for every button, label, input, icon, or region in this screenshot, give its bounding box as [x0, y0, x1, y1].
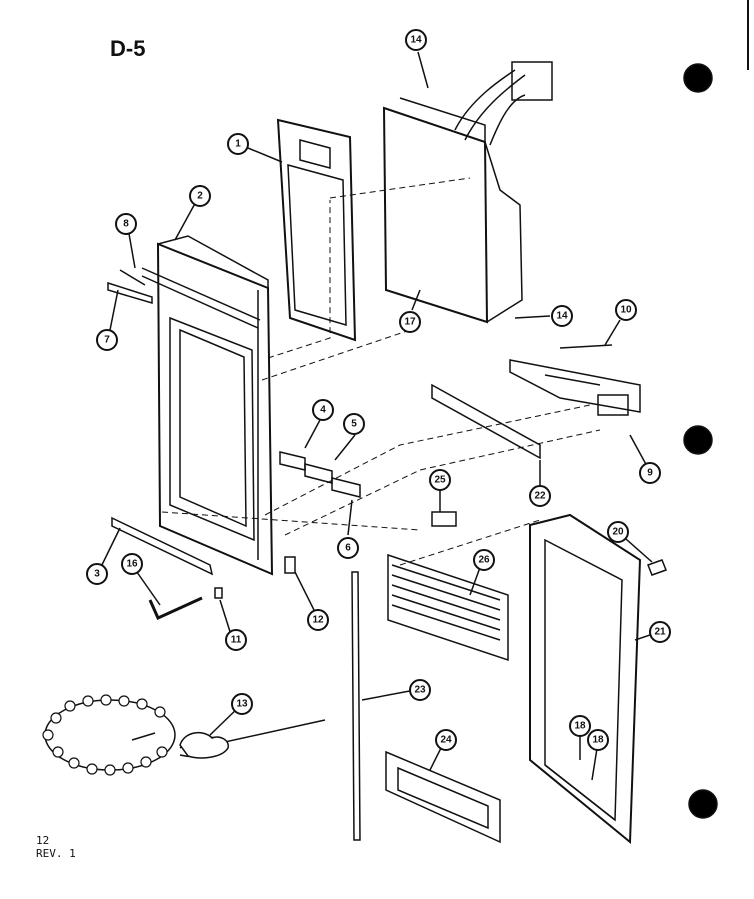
svg-text:1: 1 — [235, 139, 241, 150]
svg-text:18: 18 — [574, 721, 586, 732]
callout-22: 22 — [529, 485, 551, 507]
callout-1: 1 — [227, 133, 249, 155]
callout-18-left: 18 — [569, 715, 591, 737]
callout-9: 9 — [639, 462, 661, 484]
binder-hole — [688, 789, 718, 819]
part-cable-tool — [44, 699, 326, 771]
callout-2: 2 — [189, 185, 211, 207]
svg-text:14: 14 — [556, 311, 568, 322]
svg-text:2: 2 — [197, 191, 203, 202]
callout-11: 11 — [225, 629, 247, 651]
part-long-strip — [351, 571, 361, 841]
part-hex-wrench — [148, 596, 203, 620]
page-footer: 12 REV. 1 — [36, 834, 76, 860]
callout-14-top: 14 — [405, 29, 427, 51]
svg-text:4: 4 — [320, 405, 326, 416]
callout-18-right: 18 — [587, 729, 609, 751]
binder-hole — [683, 425, 713, 455]
callouts — [97, 51, 657, 781]
revision-label: REV. 1 — [36, 847, 76, 860]
diagram-title: D-5 — [110, 36, 146, 61]
svg-text:18: 18 — [592, 735, 604, 746]
svg-text:20: 20 — [612, 527, 624, 538]
part-screw — [214, 587, 223, 599]
part-trim-strip — [107, 269, 153, 305]
svg-text:25: 25 — [434, 475, 446, 486]
svg-text:7: 7 — [104, 335, 110, 346]
svg-text:9: 9 — [647, 468, 653, 479]
svg-text:16: 16 — [126, 559, 138, 570]
svg-text:10: 10 — [620, 305, 632, 316]
tool-handle — [179, 731, 229, 759]
callout-20: 20 — [607, 521, 629, 543]
callout-13: 13 — [231, 693, 253, 715]
part-grille — [387, 553, 509, 662]
callout-14-mid: 14 — [551, 305, 573, 327]
callout-16: 16 — [121, 553, 143, 575]
part-bottom-trim — [111, 516, 214, 576]
callout-23: 23 — [409, 679, 431, 701]
callout-24: 24 — [435, 729, 457, 751]
callout-26: 26 — [473, 549, 495, 571]
cable-beads — [42, 694, 168, 776]
part-bracket — [509, 344, 641, 416]
binder-hole — [683, 63, 713, 93]
callout-12: 12 — [307, 609, 329, 631]
part-door-panel — [141, 235, 274, 576]
callout-7: 7 — [96, 329, 118, 351]
callout-6: 6 — [337, 537, 359, 559]
part-gasket-panel — [276, 118, 357, 342]
callout-8: 8 — [115, 213, 137, 235]
svg-text:17: 17 — [404, 317, 416, 328]
svg-text:21: 21 — [654, 627, 666, 638]
part-knob — [647, 559, 667, 576]
svg-text:8: 8 — [123, 219, 129, 230]
svg-text:3: 3 — [94, 569, 100, 580]
part-blocks — [279, 451, 361, 498]
svg-text:5: 5 — [351, 419, 357, 430]
svg-text:14: 14 — [410, 35, 422, 46]
svg-text:22: 22 — [534, 491, 546, 502]
svg-text:11: 11 — [231, 635, 242, 646]
part-drip-tray — [385, 750, 501, 844]
part-clip — [284, 556, 296, 574]
svg-text:24: 24 — [440, 735, 452, 746]
callout-10: 10 — [615, 299, 637, 321]
callout-25: 25 — [429, 469, 451, 491]
callout-21: 21 — [649, 621, 671, 643]
part-rail — [431, 383, 541, 460]
callout-5: 5 — [343, 413, 365, 435]
part-small-bracket — [431, 511, 457, 527]
page-number: 12 — [36, 834, 50, 847]
callout-3: 3 — [86, 563, 108, 585]
callout-4: 4 — [312, 399, 334, 421]
callout-17: 17 — [399, 311, 421, 333]
svg-text:23: 23 — [414, 685, 426, 696]
part-dispenser-frame — [529, 513, 642, 845]
svg-text:13: 13 — [236, 699, 248, 710]
part-dispenser-housing — [382, 61, 553, 324]
svg-text:12: 12 — [312, 615, 324, 626]
svg-text:26: 26 — [478, 555, 490, 566]
svg-text:6: 6 — [345, 543, 351, 554]
